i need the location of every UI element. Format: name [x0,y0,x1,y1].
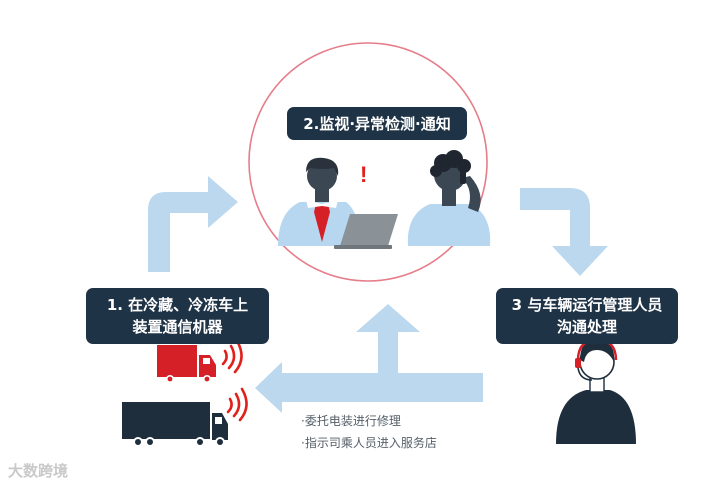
step-3-line-1: 3 与车辆运行管理人员 [511,296,663,314]
monitoring-circle [248,42,488,282]
note-service-station: ·指示司乘人员进入服务店 [301,436,437,450]
signal-icon-2 [226,387,248,422]
arrow-up-right-icon [148,176,238,272]
operator-icon [556,338,636,444]
dark-truck-icon [122,402,228,447]
step-3-label: 3 与车辆运行管理人员 沟通处理 [496,288,678,344]
arrow-right-down-icon [520,188,608,276]
step-2-line-1: 2.监视·异常检测·通知 [303,114,451,133]
alert-mark: ! [360,162,368,187]
red-truck-icon [157,345,216,383]
step-3-line-2: 沟通处理 [556,318,617,336]
note-repair: ·委托电装进行修理 [301,414,401,428]
signal-icon [221,339,243,374]
step-2-label: 2.监视·异常检测·通知 [287,107,467,140]
watermark: 大数跨境 [8,462,69,480]
laptop-icon [334,214,398,249]
arrow-left-up-icon [255,304,483,413]
operator-person-icon [407,150,491,246]
action-notes: ·委托电装进行修理 ·指示司乘人员进入服务店 [301,410,437,454]
step-1-line-2: 装置通信机器 [132,318,223,336]
step-1-label: 1. 在冷藏、冷冻车上 装置通信机器 [86,288,269,344]
analyst-person-icon [278,157,360,246]
step-1-line-1: 1. 在冷藏、冷冻车上 [106,296,249,314]
